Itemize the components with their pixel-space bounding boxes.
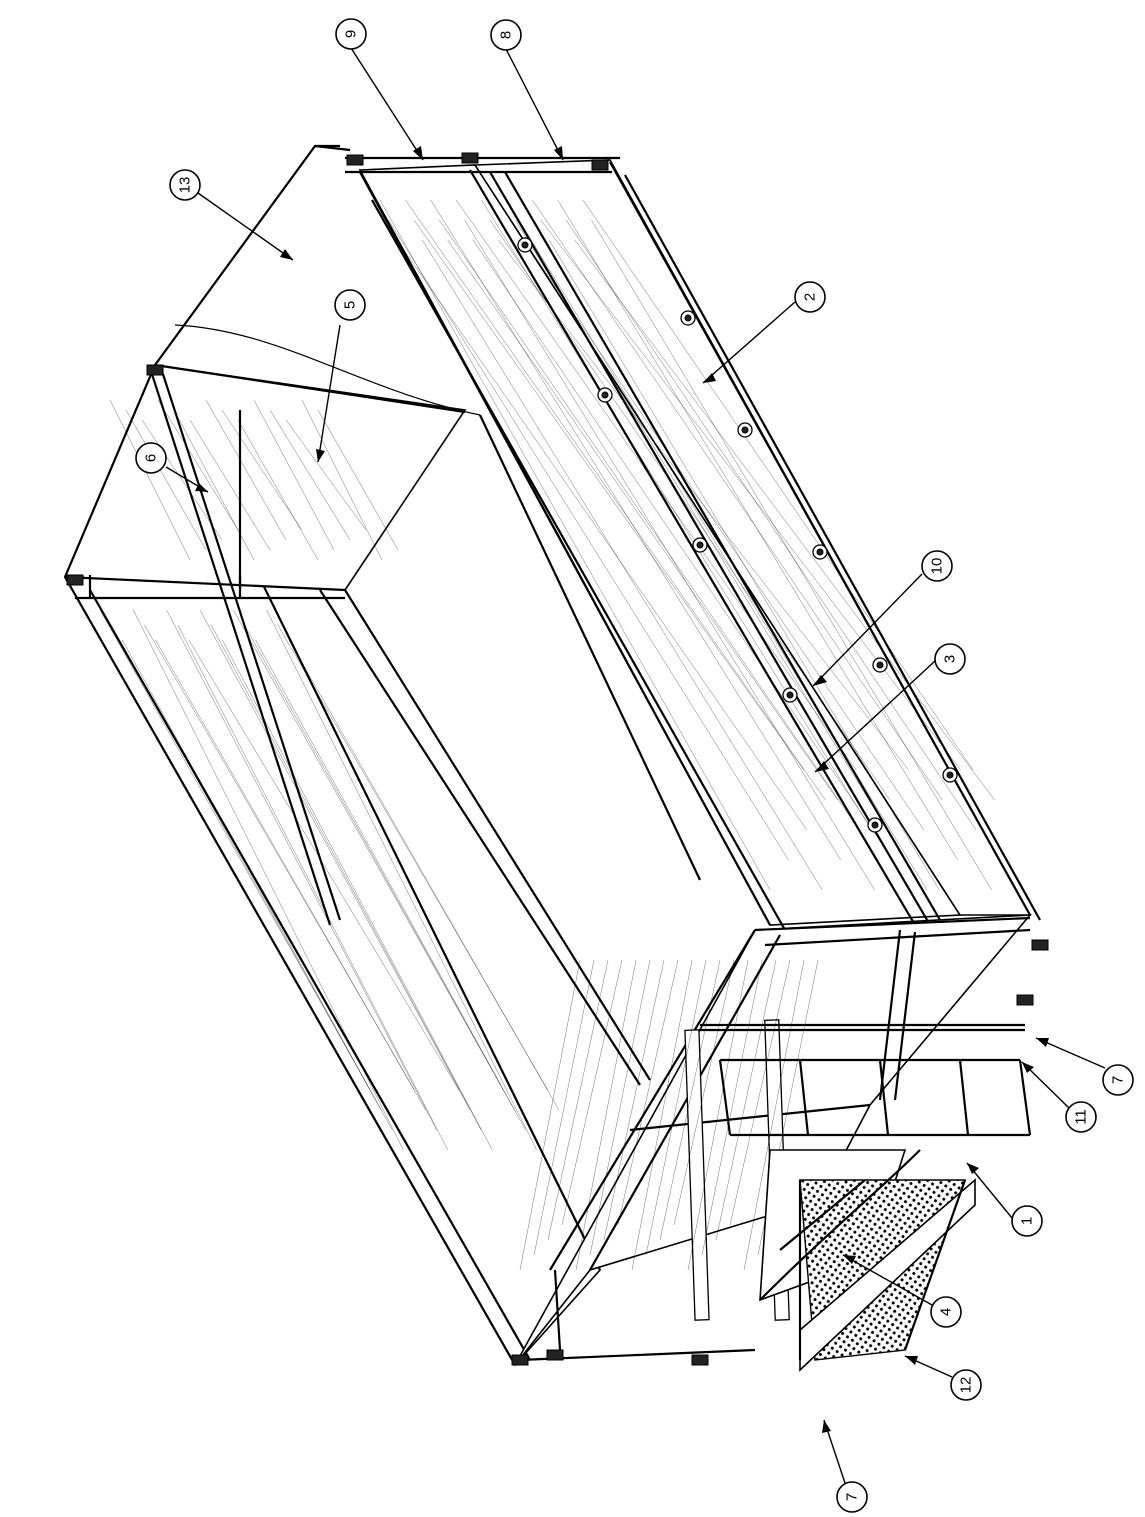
ladder: [700, 1023, 1032, 1137]
callout-label: 2: [802, 293, 819, 301]
rear-step-and-mesh: [759, 1149, 976, 1372]
callout-1: 1: [966, 1162, 1043, 1237]
callout-group: 1 2 3 4 5: [135, 18, 1134, 1513]
callout-label: 11: [1073, 1109, 1090, 1125]
callout-label: 6: [143, 454, 160, 462]
callout-label: 1: [1019, 1217, 1036, 1225]
callout-10: 10: [812, 550, 953, 687]
callout-9: 9: [335, 18, 424, 161]
callout-label: 7: [844, 1493, 861, 1501]
callout-label: 8: [498, 31, 515, 39]
callout-label: 9: [343, 30, 360, 38]
hardware-details: [66, 152, 1049, 1366]
rear-doors: [514, 914, 1032, 1366]
callout-11: 11: [1021, 1061, 1097, 1133]
callout-5: 5: [316, 289, 366, 463]
callout-6: 6: [135, 442, 209, 493]
trailer-body-artwork: [63, 144, 1049, 1372]
callout-label: 4: [938, 1308, 955, 1316]
callout-8: 8: [490, 19, 564, 161]
callout-label: 7: [1110, 1076, 1127, 1084]
callout-label: 13: [177, 177, 194, 194]
callout-12: 12: [904, 1355, 982, 1401]
callout-7a: 7: [1035, 1037, 1134, 1096]
callout-3: 3: [814, 643, 966, 773]
near-side-wall: [345, 156, 1041, 931]
callout-2: 2: [702, 281, 826, 384]
callout-label: 5: [342, 301, 359, 309]
far-side-wall: [64, 363, 651, 1367]
callout-label: 12: [958, 1377, 975, 1394]
callout-13: 13: [169, 169, 294, 261]
callout-4: 4: [842, 1254, 962, 1328]
callout-label: 3: [942, 655, 959, 663]
front-bulkhead: [63, 363, 467, 926]
callout-7b: 7: [822, 1419, 868, 1513]
tarp-cover: [154, 144, 701, 881]
callout-label: 10: [929, 558, 946, 575]
